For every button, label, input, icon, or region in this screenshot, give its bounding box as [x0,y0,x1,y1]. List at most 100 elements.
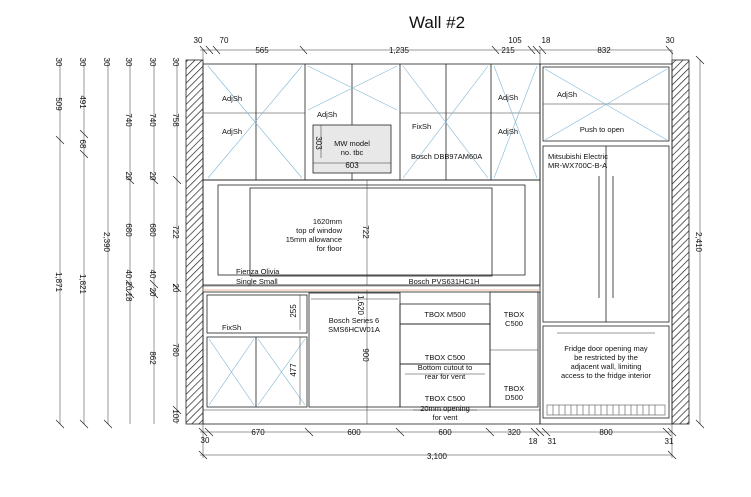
dim-top-18: 18 [542,36,551,45]
dim-c4-30: 30 [124,58,133,67]
label-adjsh-1: AdjSh [222,94,242,103]
dim-c5-680: 680 [148,223,157,237]
dim-c2-30: 30 [78,58,87,67]
label-dw-line2: SMS6HCW01A [328,325,380,334]
dim-bottom-600a: 600 [347,428,361,437]
label-fridge-note1: Fridge door opening may [564,344,648,353]
label-window-line4: for floor [317,244,343,253]
dim-c6-780: 780 [171,343,180,357]
label-fienza-line1: Fienza Olivia [236,267,280,276]
label-fridge-line1: Mitsubishi Electric [548,152,608,161]
label-tbox-c500-2: TBOX C500 [425,394,465,403]
dim-c4-40: 40 [124,270,133,279]
label-tbox-c500-2-note1: 20mm opening [420,404,470,413]
dim-c6-30: 30 [171,58,180,67]
dim-c1-1871: 1,871 [54,272,63,293]
label-fridge-note3: adjacent wall, limiting [571,362,642,371]
dim-top-105: 105 [508,36,522,45]
label-mw-line1: MW model [334,139,370,148]
label-tbox-c500-side1: TBOX [504,310,524,319]
label-adjsh-4: AdjSh [498,93,518,102]
dim-c2-491: 491 [78,95,87,109]
label-tbox-c500-1: TBOX C500 [425,353,465,362]
label-tbox-d500-2: D500 [505,393,523,402]
label-push-to-open: Push to open [580,125,624,134]
dim-c2-1821: 1,821 [78,274,87,295]
dim-inner-1620: 1,620 [356,295,365,316]
label-fienza-line2: Single Small [236,277,278,286]
label-window-line2: top of window [296,226,342,235]
dim-c6-722: 722 [171,225,180,239]
label-tbox-c500-2-note2: for vent [432,413,458,422]
label-tbox-d500-1: TBOX [504,384,524,393]
fridge-cabinet [539,63,673,425]
label-fixsh-top: FixSh [412,122,431,131]
top-dimension-chain [199,45,674,64]
dim-c5-40: 40 [148,270,157,279]
label-adjsh-2: AdjSh [222,127,242,136]
dim-top-832: 832 [597,46,611,55]
dim-inner-900: 900 [361,348,370,362]
dim-inner-255: 255 [289,304,298,318]
dim-top-215: 215 [501,46,515,55]
dim-bottom-30: 30 [201,436,210,445]
dim-top-30-left: 30 [194,36,203,45]
right-dimension [695,55,705,429]
dim-inner-477: 477 [289,363,298,377]
label-window-line3: 15mm allowance [286,235,342,244]
dim-c6-758: 758 [171,113,180,127]
label-bosch-oven: Bosch DBB97AM60A [411,152,482,161]
dim-top-565: 565 [255,46,269,55]
dim-c1-30: 30 [54,58,63,67]
dim-c5-30: 30 [148,58,157,67]
dim-top-30-right: 30 [666,36,675,45]
dim-bottom-31a: 31 [548,437,557,446]
dim-c4-18: 18 [124,293,133,302]
dim-inner-722: 722 [361,225,370,239]
dim-top-1235: 1,235 [389,46,410,55]
label-tbox-m500: TBOX M500 [424,310,465,319]
dim-c5-20b: 20 [148,288,157,297]
label-adjsh-5: AdjSh [498,127,518,136]
drawing-title: Wall #2 [409,13,465,32]
microwave-unit [312,124,392,174]
base-cabinets [202,291,541,425]
upper-cabinets [202,63,541,181]
dim-c3-2390: 2,390 [102,232,111,253]
dim-bottom-320: 320 [507,428,521,437]
label-bosch-hob: Bosch PVS631HC1H [409,277,480,286]
inner-dimension-lines [299,125,391,424]
dim-c1-509: 509 [54,97,63,111]
right-wall-hatch [671,59,690,425]
dim-bottom-total: 3,100 [427,452,448,461]
dim-inner-603: 603 [345,161,359,170]
dim-c3-30: 30 [102,58,111,67]
dim-c4-20: 20 [124,172,133,181]
left-wall-hatch [185,59,204,425]
window-zone [202,179,541,291]
dim-c5-740: 740 [148,113,157,127]
label-mw-line2: no. tbc [341,148,364,157]
dim-c4-680: 680 [124,223,133,237]
label-adjsh-3: AdjSh [317,110,337,119]
label-fridge-note4: access to the fridge interior [561,371,652,380]
dim-bottom-31b: 31 [665,437,674,446]
dim-c2-68: 68 [78,140,87,149]
dim-c6-100: 100 [171,409,180,423]
dim-c5-862: 862 [148,351,157,365]
label-fixsh-low: FixSh [222,323,241,332]
label-dw-line1: Bosch Series 6 [329,316,379,325]
dim-inner-303: 303 [314,136,323,150]
dim-bottom-670: 670 [251,428,265,437]
left-dimension-lines [59,60,178,424]
label-fridge-line2: MR-WX700C-B-A [548,161,607,170]
label-tbox-c500-1-note1: Bottom cutout to [418,363,473,372]
bottom-dimension-chain [198,424,677,460]
dim-c4-740: 740 [124,113,133,127]
left-dimension-ticks [55,129,182,429]
dim-bottom-800: 800 [599,428,613,437]
label-window-line1: 1620mm [313,217,342,226]
dim-bottom-600b: 600 [438,428,452,437]
dim-right-2410: 2,410 [694,232,703,253]
